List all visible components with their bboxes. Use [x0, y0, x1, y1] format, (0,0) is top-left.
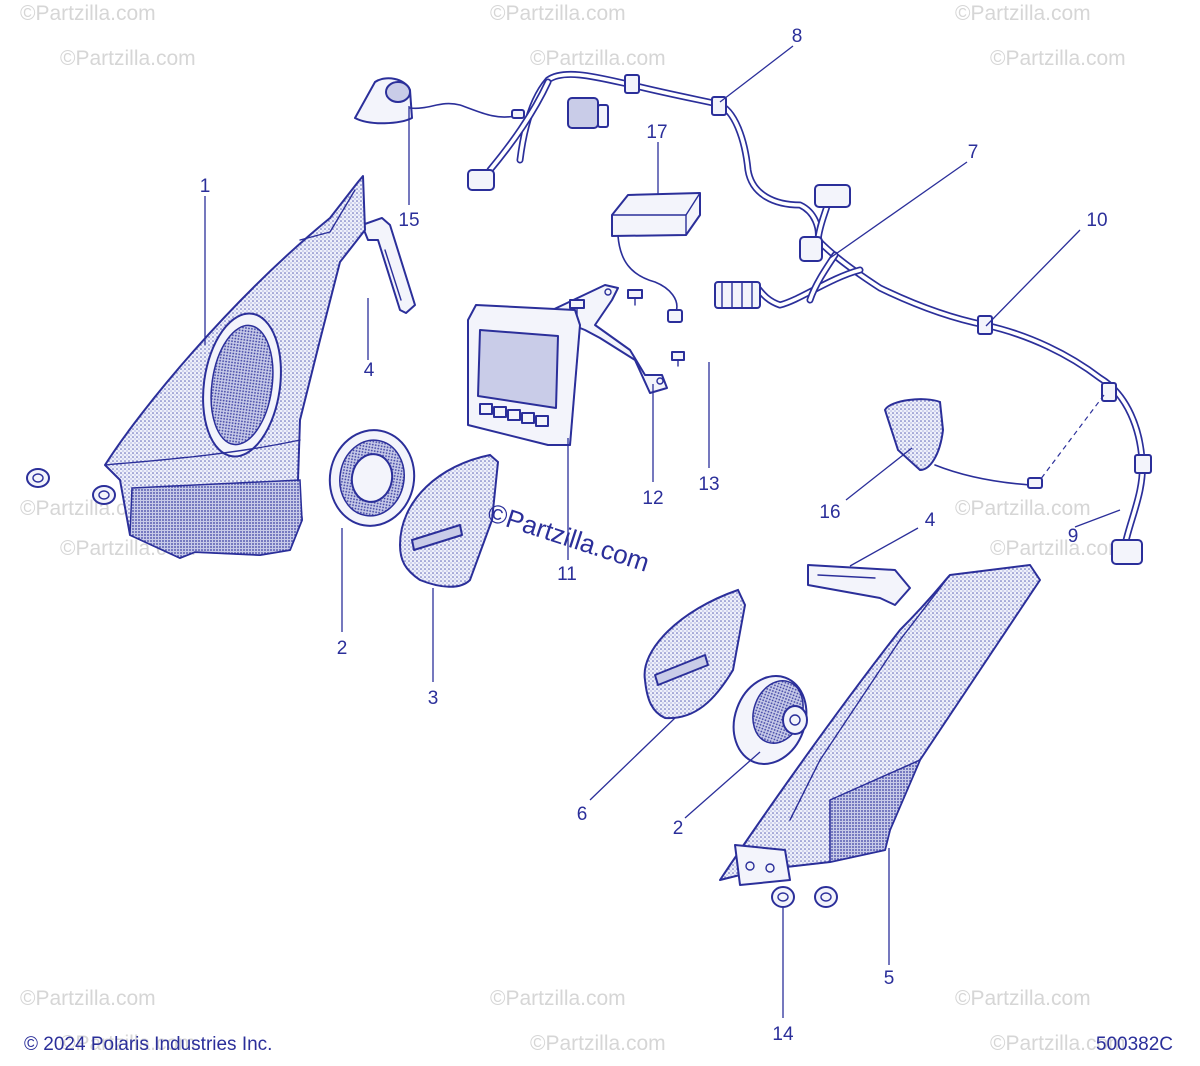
watermark: ©Partzilla.com — [955, 497, 1091, 520]
speaker-driver-left — [328, 429, 416, 527]
callout-labels: 1 2 2 3 4 4 5 6 7 8 9 10 11 12 13 14 15 … — [200, 26, 1108, 1045]
callout-4-left: 4 — [364, 360, 375, 381]
callout-2-right: 2 — [673, 818, 684, 839]
leader-lines — [204, 45, 1121, 1018]
harness-clip — [977, 315, 993, 335]
harness-clip — [1101, 382, 1117, 402]
harness-clip — [1134, 454, 1152, 474]
callout-15: 15 — [398, 210, 419, 231]
callout-1: 1 — [200, 176, 211, 197]
harness-connector — [814, 184, 851, 208]
watermark: ©Partzilla.com — [20, 2, 156, 25]
speaker-grille-right — [643, 588, 747, 720]
mount-bracket-left — [361, 217, 416, 314]
right-speaker-enclosure — [719, 564, 1041, 886]
callout-8: 8 — [792, 26, 803, 47]
watermark: ©Partzilla.com — [60, 1032, 196, 1055]
speaker-driver-right — [732, 675, 808, 765]
harness-connector-multipin — [714, 281, 761, 309]
module-17 — [611, 192, 701, 323]
grommet — [771, 886, 795, 908]
tweeter-pod-right — [883, 398, 1043, 489]
wiring-harness — [467, 70, 1152, 565]
watermark: ©Partzilla.com — [955, 2, 1091, 25]
callout-13: 13 — [698, 474, 719, 495]
callout-6: 6 — [577, 804, 588, 825]
watermark: ©Partzilla.com — [990, 1032, 1126, 1055]
left-speaker-enclosure — [104, 175, 366, 559]
callout-10: 10 — [1086, 210, 1107, 231]
drawing-number: 500382C — [1095, 1034, 1173, 1055]
watermark: ©Partzilla.com — [530, 47, 666, 70]
screw — [627, 289, 643, 306]
harness-connector — [1111, 539, 1143, 565]
callout-17: 17 — [646, 122, 667, 143]
callout-4-right: 4 — [925, 510, 936, 531]
harness-connector — [467, 169, 495, 191]
callout-5: 5 — [884, 968, 895, 989]
copyright-notice: © 2024 Polaris Industries Inc. — [24, 1034, 273, 1055]
harness-connector — [799, 236, 823, 262]
tweeter-pod — [354, 77, 525, 125]
grommet — [814, 886, 838, 908]
harness-clip — [711, 96, 727, 116]
callout-14: 14 — [772, 1024, 794, 1045]
grommet — [26, 468, 50, 488]
callout-16: 16 — [819, 502, 840, 523]
harness-connector — [567, 97, 599, 129]
watermark: ©Partzilla.com — [20, 497, 156, 520]
watermark: ©Partzilla.com — [955, 987, 1091, 1010]
watermark: ©Partzilla.com — [990, 537, 1126, 560]
callout-3: 3 — [428, 688, 439, 709]
mount-bracket-right — [807, 564, 911, 606]
screw — [671, 351, 685, 367]
display-unit — [467, 304, 581, 446]
watermark: ©Partzilla.com — [490, 987, 626, 1010]
harness-connector-latch — [597, 104, 609, 128]
callout-2-left: 2 — [337, 638, 348, 659]
watermark: ©Partzilla.com — [490, 2, 626, 25]
callout-9: 9 — [1068, 526, 1079, 547]
watermark: ©Partzilla.com — [60, 47, 196, 70]
watermark: ©Partzilla.com — [530, 1032, 666, 1055]
harness-clip — [624, 74, 640, 94]
callout-7: 7 — [968, 142, 979, 163]
callout-12: 12 — [642, 488, 663, 509]
watermark: ©Partzilla.com — [20, 987, 156, 1010]
speaker-grille-left — [398, 453, 500, 588]
watermark: ©Partzilla.com — [990, 47, 1126, 70]
grommet — [92, 485, 116, 505]
callout-11: 11 — [557, 564, 577, 585]
